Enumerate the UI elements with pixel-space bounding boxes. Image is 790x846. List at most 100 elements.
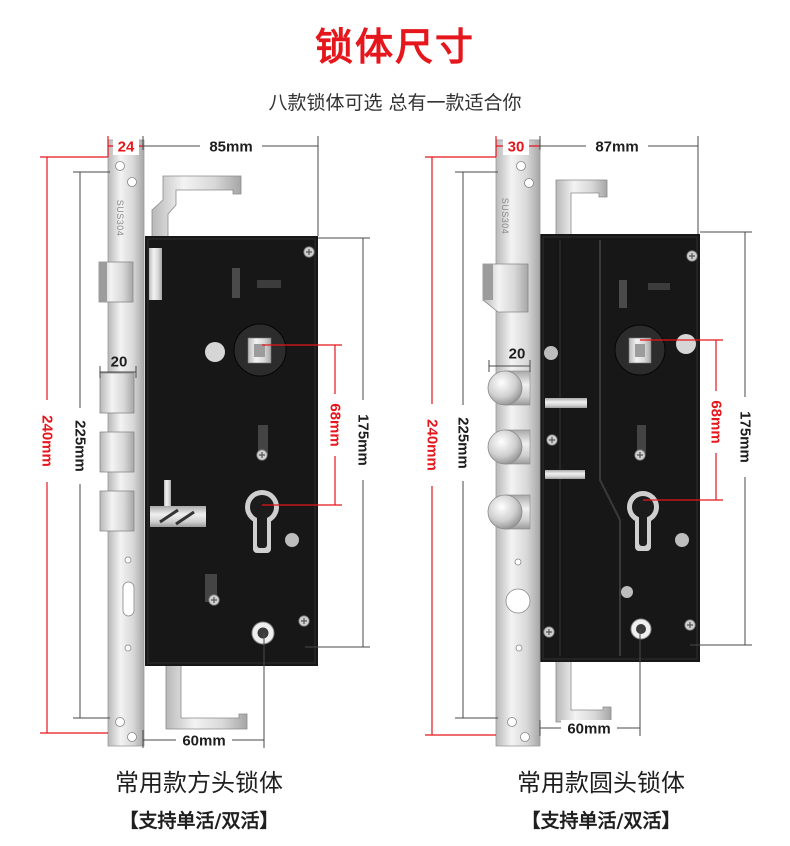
- round-deadbolt: [487, 429, 531, 465]
- page-title: 锁体尺寸: [314, 25, 475, 69]
- lever-stripes: [159, 508, 195, 526]
- deadbolt-face: [487, 370, 523, 406]
- deadbolt-face: [487, 429, 523, 465]
- lock-note-round: 【支持单活/双活】: [521, 810, 681, 832]
- bottom-hole-inner: [257, 627, 269, 639]
- lock-caption-round: 常用款圆头锁体: [517, 769, 685, 797]
- dimension-label: 68mm: [708, 400, 725, 443]
- spindle-square: [635, 344, 645, 357]
- screw-icon: [257, 450, 267, 460]
- spindle-square: [254, 344, 265, 357]
- faceplate-round-hole: [505, 588, 531, 614]
- faceplate-hole: [127, 732, 137, 742]
- slot: [257, 280, 281, 288]
- lock-caption-square: 常用款方头锁体: [115, 769, 283, 797]
- dimension-bottom-right: 60mm: [539, 629, 641, 738]
- faceplate-hole: [520, 732, 530, 742]
- screw-icon: [547, 435, 557, 445]
- dimension-body-left: 175mm: [305, 237, 372, 648]
- through-hole: [621, 586, 633, 598]
- keyhole-inner-slot: [639, 507, 647, 546]
- dimension-body-right: 175mm: [690, 231, 754, 646]
- through-hole: [544, 346, 558, 360]
- lock-body: [145, 236, 318, 666]
- dimension-label: 175mm: [355, 414, 372, 466]
- dimension-label: 60mm: [182, 733, 225, 750]
- faceplate-hole: [515, 644, 523, 652]
- latch-bolt-shadow: [99, 262, 107, 302]
- lock-note-square: 【支持单活/双活】: [119, 810, 279, 832]
- dimension-cylinder-span-right: 68mm: [640, 339, 725, 501]
- dimension-total-left: 240mm: [38, 156, 108, 734]
- dimension-label: 85mm: [209, 139, 252, 156]
- dimension-label: 30: [508, 139, 525, 156]
- dimension-label: 225mm: [455, 417, 472, 469]
- dimension-label: 87mm: [595, 139, 638, 156]
- screw-icon: [685, 620, 695, 630]
- page-subtitle: 八款锁体可选 总有一款适合你: [268, 92, 522, 114]
- square-deadbolt: [99, 372, 135, 414]
- faceplate-hole: [507, 717, 517, 727]
- material-stamp: SUS304: [500, 198, 510, 235]
- faceplate-hole: [514, 558, 522, 566]
- inner-lever: [150, 506, 206, 527]
- dimension-bolt-right: 20: [488, 346, 531, 372]
- deadbolt-face: [487, 494, 523, 530]
- dimension-label: 24: [118, 139, 135, 156]
- latch-bolt-shadow: [483, 264, 493, 300]
- lock-body-edge: [147, 238, 316, 664]
- square-bolt-lock: SUS304: [98, 139, 318, 747]
- dimension-label: 240mm: [39, 415, 56, 467]
- inner-plate-line: [599, 240, 621, 656]
- slot: [232, 268, 240, 298]
- round-bolt-lock: SUS304: [482, 139, 700, 747]
- bottom-hook: [555, 659, 612, 723]
- slot: [258, 425, 268, 455]
- slot: [648, 283, 670, 290]
- screw-icon: [304, 247, 314, 257]
- through-hole: [285, 533, 299, 547]
- faceplate-hole: [127, 177, 137, 187]
- screw-icon: [687, 251, 697, 261]
- screw-icon: [209, 595, 219, 605]
- through-hole: [676, 334, 696, 354]
- round-deadbolt: [487, 494, 531, 530]
- dimension-cylinder-span-left: 68mm: [262, 344, 344, 506]
- dimension-screw-span-left: 225mm: [71, 171, 110, 719]
- dimension-label: 20: [509, 346, 526, 363]
- dimension-label: 225mm: [72, 420, 89, 472]
- inner-lever: [545, 398, 587, 408]
- dimension-label: 175mm: [737, 411, 754, 463]
- screw-icon: [635, 450, 645, 460]
- faceplate-slot: [122, 581, 135, 617]
- inner-latch-stack: [149, 248, 162, 300]
- dimension-faceplate-left: 24: [107, 136, 144, 157]
- bottom-hole-inner: [636, 624, 646, 634]
- dimension-faceplate-right: 30: [495, 136, 541, 157]
- screw-icon: [544, 627, 554, 637]
- faceplate-hole: [516, 161, 526, 171]
- dimension-bolt-left: 20: [99, 354, 137, 378]
- dimension-total-right: 240mm: [423, 156, 496, 736]
- dimension-bottom-left: 60mm: [142, 633, 265, 750]
- through-hole: [675, 533, 689, 547]
- material-stamp: SUS304: [115, 200, 125, 237]
- inner-lever: [164, 480, 171, 508]
- lock-body-edge: [542, 236, 698, 660]
- dimension-label: 240mm: [424, 419, 441, 471]
- dimension-label: 20: [111, 354, 128, 371]
- faceplate-hole: [124, 556, 132, 564]
- slot: [637, 425, 646, 453]
- faceplate-hole: [115, 161, 125, 171]
- faceplate-hole: [124, 644, 132, 652]
- dimension-screw-span-right: 225mm: [454, 171, 498, 719]
- dimension-label: 68mm: [327, 403, 344, 446]
- dimension-width-right: 87mm: [540, 136, 699, 234]
- inner-lever: [545, 470, 585, 479]
- square-deadbolt: [99, 490, 135, 532]
- slot: [619, 280, 627, 308]
- bottom-hook: [165, 661, 248, 730]
- dimension-label: 60mm: [567, 721, 610, 738]
- round-deadbolt: [487, 370, 531, 406]
